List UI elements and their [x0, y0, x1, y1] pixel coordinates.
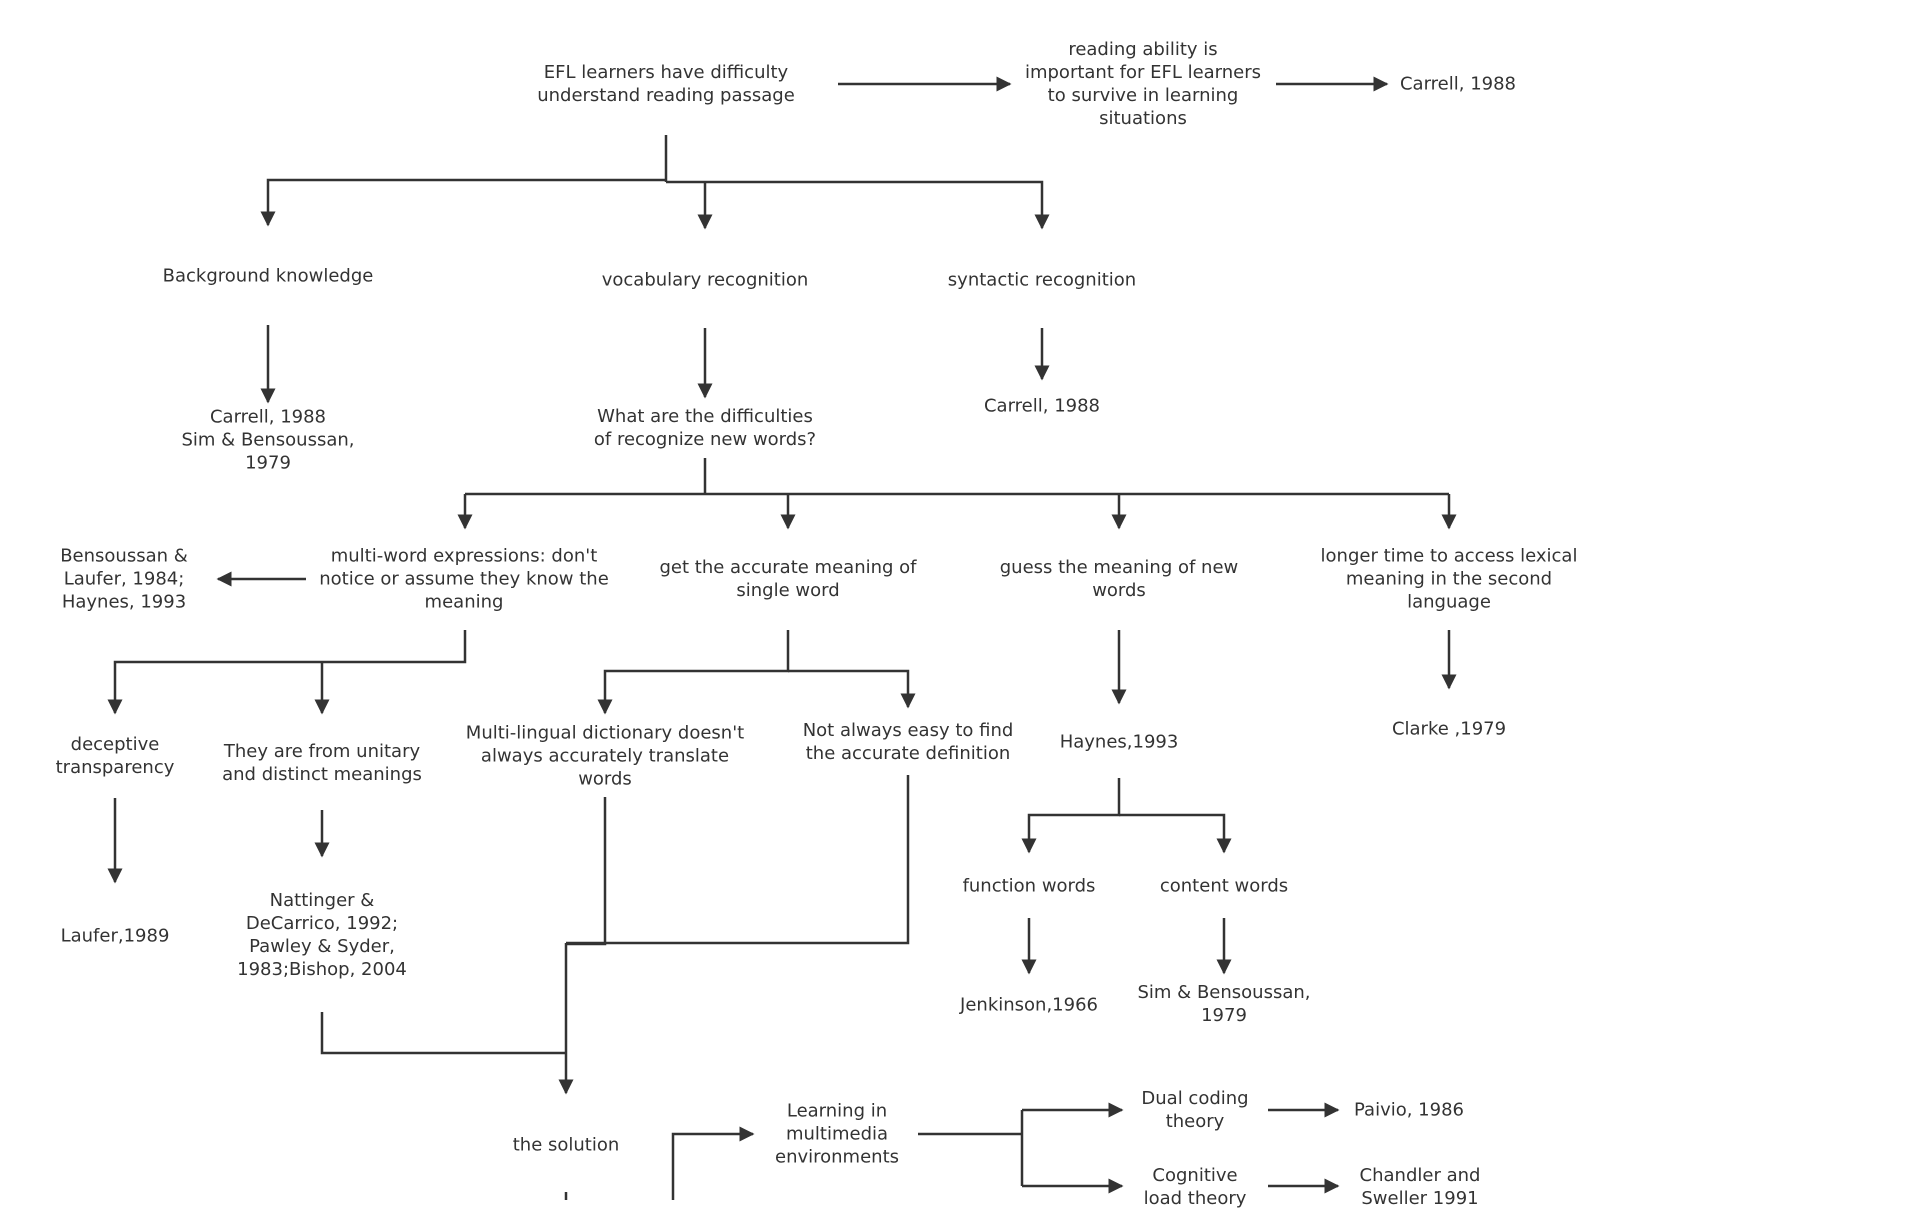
- node-the-solution: the solution: [512, 1134, 620, 1156]
- node-jenkinson-citation: Jenkinson,1966: [960, 994, 1098, 1016]
- node-bensoussan-laufer-citation: Bensoussan & Laufer, 1984; Haynes, 1993: [60, 545, 188, 613]
- node-guess-meaning: guess the meaning of new words: [999, 557, 1239, 601]
- node-deceptive-transparency: deceptive transparency: [55, 734, 175, 778]
- edge-haynes-trunk: [1021, 778, 1121, 854]
- node-carrell-top: Carrell, 1988: [1399, 73, 1517, 95]
- edge-root-to-syntactic: [666, 180, 1050, 230]
- edge-to-content-words: [1119, 813, 1232, 854]
- node-dictionary: Multi-lingual dictionary doesn't always …: [465, 722, 745, 790]
- edge-root-to-background: [260, 178, 666, 227]
- node-efl-difficulty: EFL learners have difficulty understand …: [537, 62, 795, 106]
- node-cognitive-load-theory: Cognitive load theory: [1143, 1165, 1247, 1209]
- node-longer-time: longer time to access lexical meaning in…: [1320, 545, 1578, 613]
- node-unitary-meanings: They are from unitary and distinct meani…: [222, 741, 422, 785]
- node-reading-ability: reading ability is important for EFL lea…: [1024, 39, 1262, 129]
- node-not-easy-definition: Not always easy to find the accurate def…: [802, 720, 1014, 764]
- edge-not-easy-down: [566, 775, 910, 945]
- edge-multi-word-trunk: [107, 630, 467, 715]
- node-content-words: content words: [1159, 875, 1289, 897]
- node-multimedia-learning: Learning in multimedia environments: [774, 1100, 900, 1168]
- node-paivio-citation: Paivio, 1986: [1354, 1099, 1464, 1121]
- node-syntactic-recognition: syntactic recognition: [947, 269, 1137, 291]
- edge-solution-to-multimedia: [671, 1126, 755, 1200]
- node-clarke-citation: Clarke ,1979: [1391, 718, 1507, 740]
- node-difficulties-new-words: What are the difficulties of recognize n…: [593, 406, 817, 450]
- edge-nattinger-down: [320, 1012, 566, 1055]
- node-background-knowledge: Background knowledge: [162, 265, 374, 287]
- node-laufer-1989: Laufer,1989: [60, 925, 170, 947]
- node-accurate-meaning: get the accurate meaning of single word: [659, 557, 917, 601]
- node-function-words: function words: [962, 875, 1096, 897]
- node-haynes-1993: Haynes,1993: [1059, 731, 1179, 753]
- connector-lines: [107, 76, 1457, 1200]
- node-vocabulary-recognition: vocabulary recognition: [601, 269, 809, 291]
- node-carrell-sim-citation: Carrell, 1988 Sim & Bensoussan, 1979: [181, 406, 355, 474]
- node-multi-word-expressions: multi-word expressions: don't notice or …: [319, 545, 609, 613]
- node-carrell-syntactic-citation: Carrell, 1988: [983, 395, 1101, 417]
- node-chandler-citation: Chandler and Sweller 1991: [1359, 1165, 1481, 1209]
- edge-accurate-trunk: [597, 630, 790, 715]
- edge-dictionary-down: [566, 797, 607, 946]
- node-dual-coding-theory: Dual coding theory: [1141, 1088, 1249, 1132]
- node-sim-bensoussan-citation: Sim & Bensoussan, 1979: [1137, 982, 1311, 1026]
- edge-to-not-easy: [788, 669, 916, 709]
- node-nattinger-citation: Nattinger & DeCarrico, 1992; Pawley & Sy…: [237, 890, 407, 980]
